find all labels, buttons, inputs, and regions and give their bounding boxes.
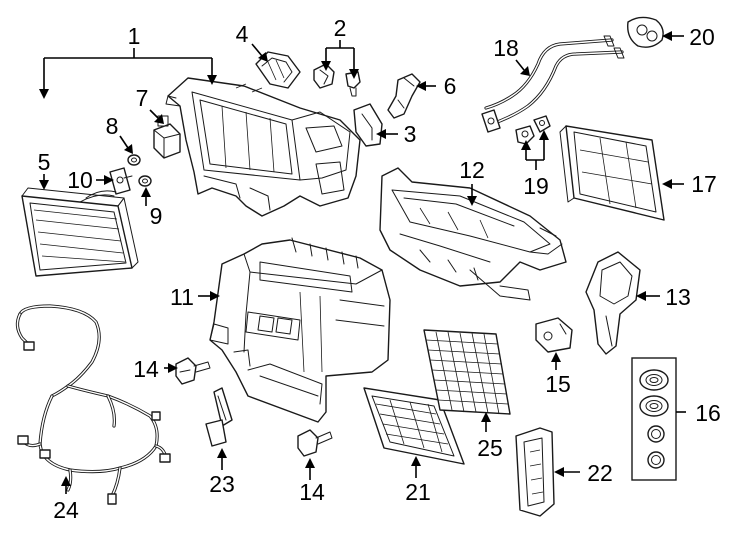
part-10-expansion-valve (109, 167, 133, 195)
callout-10: 10 (67, 167, 93, 193)
part-19-clips (515, 115, 551, 145)
callout-9: 9 (150, 203, 163, 229)
callout-21: 21 (405, 479, 431, 505)
callout-7: 7 (136, 85, 149, 111)
callout-24: 24 (53, 497, 79, 523)
part-12-duct-assembly (379, 167, 567, 301)
callout-20: 20 (689, 24, 715, 50)
part-24-wiring-harness (15, 304, 171, 505)
callout-12: 12 (459, 157, 485, 183)
part-9-o-ring (138, 175, 152, 187)
callout-19: 19 (523, 173, 549, 199)
part-8-o-ring (127, 154, 141, 166)
part-17-filter-frame (559, 125, 665, 221)
part-14-sensor-left (175, 357, 211, 385)
part-2-sensor (313, 63, 361, 97)
part-23-actuator-link (205, 387, 233, 447)
callout-18: 18 (493, 35, 519, 61)
part-13-side-duct (585, 251, 641, 355)
callout-5: 5 (38, 149, 51, 175)
callout-3: 3 (404, 121, 417, 147)
callout-2: 2 (334, 15, 347, 41)
callout-13: 13 (665, 284, 691, 310)
evaporator-pipes (79, 190, 117, 203)
callout-6: 6 (444, 73, 457, 99)
part-6-connector (387, 73, 421, 119)
callout-1: 1 (128, 23, 141, 49)
callout-8: 8 (106, 113, 119, 139)
part-16-seal-kit (631, 357, 677, 481)
part-18-ac-lines (481, 35, 625, 133)
callout-labels: 1 2 3 4 5 6 7 8 9 10 11 12 13 14 14 15 1… (38, 15, 721, 523)
part-11-heater-case (209, 237, 391, 423)
callout-14-bottom: 14 (299, 479, 325, 505)
callout-15: 15 (545, 371, 571, 397)
callout-23: 23 (209, 471, 235, 497)
part-25-filter-element (423, 329, 511, 415)
part-20-grommet (627, 16, 664, 48)
part-15-actuator (535, 317, 573, 353)
part-14-sensor-bottom (297, 429, 333, 457)
callout-4: 4 (236, 21, 249, 47)
part-3-bracket (353, 103, 383, 147)
callout-25: 25 (477, 435, 503, 461)
callout-16: 16 (695, 400, 721, 426)
part-5-evaporator-core (21, 187, 139, 277)
callout-17: 17 (691, 171, 717, 197)
leader-lines (39, 31, 686, 494)
callout-11: 11 (170, 284, 194, 310)
callout-14-left: 14 (133, 356, 159, 382)
callout-22: 22 (587, 460, 613, 486)
part-7-actuator (153, 115, 181, 159)
part-1-upper-housing (165, 77, 361, 217)
part-22-rear-duct (515, 427, 555, 517)
